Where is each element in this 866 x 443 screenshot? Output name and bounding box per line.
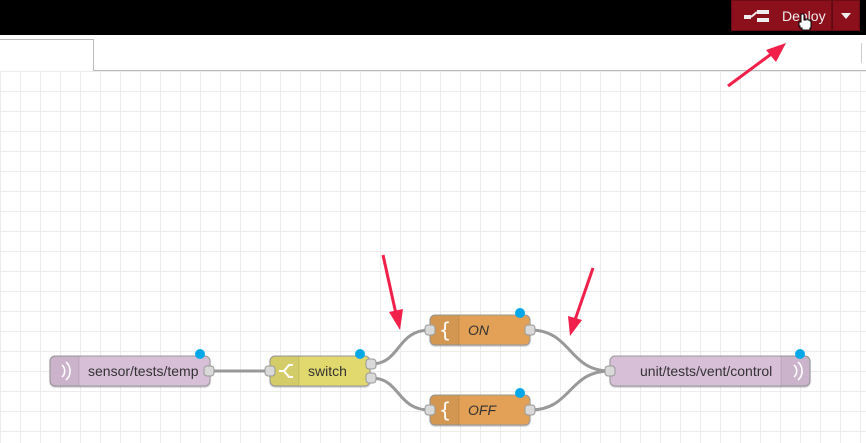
- node-change-off[interactable]: { OFF: [429, 394, 531, 426]
- node-label-change-off: OFF: [468, 402, 497, 418]
- mqtt-icon: [793, 361, 803, 381]
- changed-indicator: [795, 349, 805, 359]
- port-off-in[interactable]: [424, 404, 436, 416]
- deploy-menu-button[interactable]: [832, 0, 860, 31]
- annotation-arrows: [381, 43, 786, 336]
- node-mqtt-in[interactable]: sensor/tests/temp: [49, 355, 211, 387]
- wire-on-out[interactable]: [529, 328, 611, 373]
- node-switch[interactable]: switch: [269, 355, 371, 387]
- changed-indicator: [515, 308, 525, 318]
- header-bar: Deploy: [0, 0, 866, 35]
- hand-cursor-icon: [798, 13, 812, 31]
- caret-down-icon: [841, 12, 851, 19]
- port-switch-out-2[interactable]: [365, 372, 377, 384]
- wire-switch-on[interactable]: [370, 328, 431, 366]
- deploy-icon: [744, 9, 769, 22]
- wire-off-out[interactable]: [529, 369, 611, 412]
- wire-switch-off[interactable]: [370, 376, 431, 412]
- node-mqtt-out[interactable]: unit/tests/vent/control: [609, 355, 811, 387]
- port-switch-out-1[interactable]: [365, 358, 377, 370]
- annotation-arrow-on-in: [381, 254, 403, 330]
- node-label-mqtt-out: unit/tests/vent/control: [640, 363, 772, 379]
- deploy-button[interactable]: Deploy: [731, 0, 832, 31]
- tab-flow[interactable]: [0, 39, 94, 71]
- port-on-out[interactable]: [524, 324, 536, 336]
- switch-icon: [279, 364, 293, 378]
- port-mqtt-in-out[interactable]: [203, 365, 215, 377]
- brace-icon: {: [439, 318, 451, 342]
- node-change-on[interactable]: { ON: [429, 314, 531, 346]
- tab-scroll-button[interactable]: [861, 43, 866, 63]
- node-label-mqtt-in: sensor/tests/temp: [88, 363, 199, 379]
- annotation-arrow-deploy: [727, 43, 786, 88]
- port-off-out[interactable]: [524, 404, 536, 416]
- workspace-tabs: [0, 35, 866, 71]
- port-switch-in[interactable]: [264, 365, 276, 377]
- annotation-arrow-on-out: [568, 267, 595, 336]
- port-mqtt-out-in[interactable]: [604, 365, 616, 377]
- changed-indicator: [515, 388, 525, 398]
- port-on-in[interactable]: [424, 324, 436, 336]
- wires: [210, 328, 611, 412]
- changed-indicator: [355, 349, 365, 359]
- changed-indicator: [195, 349, 205, 359]
- deploy-group: Deploy: [731, 0, 860, 31]
- node-label-change-on: ON: [468, 322, 490, 338]
- mqtt-icon: [61, 361, 71, 381]
- brace-icon: {: [439, 398, 451, 422]
- node-label-switch: switch: [308, 363, 347, 379]
